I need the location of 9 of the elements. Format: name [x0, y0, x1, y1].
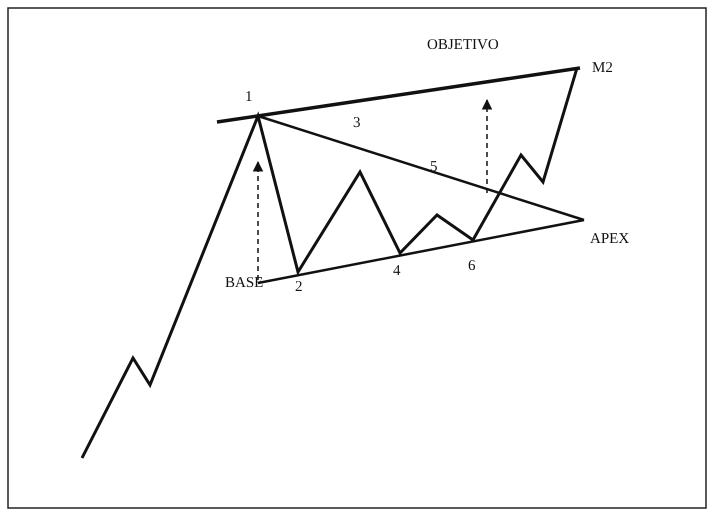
point-number: 3 — [353, 116, 360, 131]
point-number: M2 — [592, 61, 613, 76]
chart-label: BASE — [225, 276, 264, 291]
point-number: 2 — [295, 280, 302, 295]
point-number: 4 — [393, 264, 400, 279]
chart-label: APEX — [590, 232, 630, 247]
point-number: 6 — [468, 259, 476, 274]
chart-label: OBJETIVO — [427, 38, 499, 53]
point-number: 1 — [245, 90, 252, 105]
